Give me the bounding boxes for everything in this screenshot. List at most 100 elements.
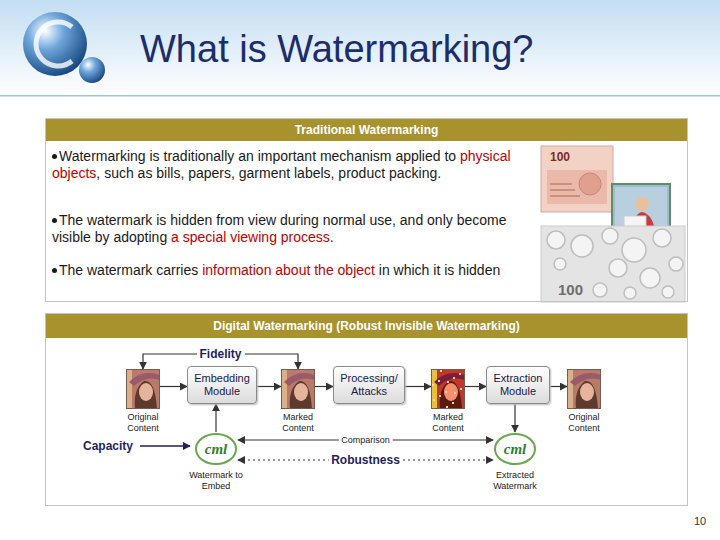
image-ground [431,369,465,409]
edge-label: Comparison [338,435,393,446]
noise-dot [440,370,442,372]
noise-dot [433,399,435,401]
caption-slot: Watermark to Embed [181,470,251,492]
image-caption: Extracted Watermark [480,470,550,492]
bullet-dot [52,218,57,223]
module-label: Processing/ Attacks [338,372,400,398]
label-slot: 100 [557,281,584,298]
image-face [294,383,308,401]
edge-label-slot: Fidelity [196,347,244,361]
connector-arrow [160,386,187,387]
caption-slot: Original Content [111,412,175,434]
noise-dot [459,373,461,375]
section-panel: Digital Watermarking (Robust Invisible W… [45,313,688,506]
image-ground [126,369,160,409]
panel-header-bar: Traditional Watermarking [46,119,687,141]
image-hair [440,381,462,409]
title-slot: What is Watermarking? [140,27,600,71]
portrait-image [126,369,160,409]
image-caption: Original Content [111,412,175,434]
banknote-picture [541,146,613,212]
logo-text: cml [504,441,527,458]
bullet-text: Watermarking is traditionally an importa… [52,148,511,181]
watermark-logo: cmlExtracted Watermark [493,432,537,466]
section-panel: Traditional WatermarkingWatermarking is … [45,118,688,302]
noise-dot [454,392,456,394]
image-face [139,383,153,401]
bullet-text: The watermark is hidden from view during… [52,212,506,245]
text-run: in which it is hidden [375,262,500,278]
image-caption: Watermark to Embed [181,470,251,492]
portrait-image [281,369,315,409]
label-slot: 100 [549,150,571,164]
banknote-lines [550,184,580,196]
bullet-dot [52,154,57,159]
header-rule [0,95,720,97]
bullet-text: The watermark carries information about … [59,262,500,278]
connector-arrow [215,404,216,432]
image-face [444,383,458,401]
noise-dot [453,377,455,379]
noise-dot [447,381,449,383]
module-box: Processing/ Attacks [333,366,405,404]
logo-ring [495,434,535,464]
image-caption: Original Content [552,412,616,434]
connector-arrow [257,386,281,387]
panel-heading: Digital Watermarking (Robust Invisible W… [46,314,687,338]
module-box: Extraction Module [486,366,550,404]
bullet-item: The watermark is hidden from view during… [52,212,518,246]
image-hat [284,373,315,386]
caption-slot: Marked Content [266,412,330,434]
image-hair [576,381,598,409]
bullet-item: The watermark carries information about … [52,262,518,279]
content-image: Marked Content [431,369,465,409]
bullet-dot [52,268,57,273]
bullet-slot: The watermark is hidden from view during… [52,212,518,246]
panel-header-bar: Digital Watermarking (Robust Invisible W… [46,314,687,338]
text-run: . [330,229,334,245]
capacity-leader [140,445,190,447]
label-slot: Capacity [82,439,134,453]
banknote-seal [579,173,601,195]
logo-slot: cml [194,432,238,466]
image-caption: Marked Content [266,412,330,434]
text-run: The watermark carries [59,262,202,278]
connector-arrow [465,386,486,387]
watermark-numeral: 100 [557,281,584,298]
image-hair [135,381,157,409]
watermark-picture [541,226,685,302]
image-ground [567,369,601,409]
bullet-item: Watermarking is traditionally an importa… [52,148,518,182]
image-frame [568,370,601,409]
content-image: Original Content [567,369,601,409]
image-hat [434,373,465,386]
logo-ring [196,434,236,464]
logo-globe [23,12,87,76]
slide-title: What is Watermarking? [140,27,600,71]
panel-heading: Traditional Watermarking [46,119,687,141]
header-band [0,0,720,96]
text-run: , such as bills, papers, garment labels,… [96,165,441,181]
image-hair [290,381,312,409]
watermark-logo: cmlWatermark to Embed [194,432,238,466]
logo-slot: cml [493,432,537,466]
noise-dot [445,391,447,393]
noise-dot [439,395,441,397]
noise-dot [432,384,434,386]
caption-slot: Extracted Watermark [480,470,550,492]
caption-slot: Marked Content [416,412,480,434]
text-run: a special viewing process [171,229,330,245]
image-caption: Marked Content [416,412,480,434]
module-label: Extraction Module [491,372,545,398]
bullet-slot: Watermarking is traditionally an importa… [52,148,518,182]
connector-arrow [550,386,567,387]
caption-slot: Original Content [552,412,616,434]
bullet-slot: The watermark carries information about … [52,262,518,279]
edge-label: Fidelity [196,347,244,361]
connector-arrow [315,386,333,387]
module-label: Embedding Module [192,372,252,398]
content-image: Original Content [126,369,160,409]
image-frame [432,370,465,409]
noise-dot [452,402,454,404]
